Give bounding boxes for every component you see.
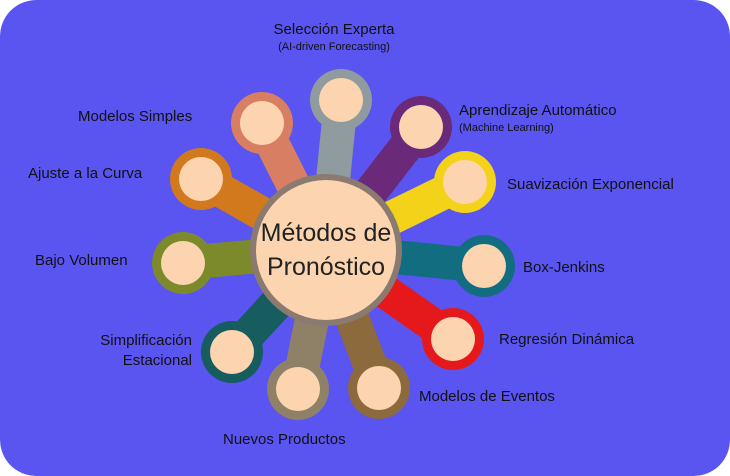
node-circle-ajuste: [179, 157, 223, 201]
node-circle-bajo: [161, 241, 205, 285]
label-seleccion-experta-main: Selección Experta: [273, 21, 395, 38]
label-aprendizaje-automatico: Aprendizaje Automático (Machine Learning…: [459, 101, 617, 136]
node-circle-simples: [240, 101, 284, 145]
node-circle-boxjenkins: [462, 244, 506, 288]
label-seleccion-experta-sub: (AI-driven Forecasting): [278, 41, 390, 53]
label-nuevos-productos: Nuevos Productos: [223, 431, 346, 448]
node-circle-aprendizaje: [399, 105, 443, 149]
label-simplificacion-line1: Simplificación: [100, 332, 192, 349]
label-ajuste-a-la-curva: Ajuste a la Curva: [28, 165, 143, 182]
node-circle-nuevos: [276, 367, 320, 411]
node-circle-eventos: [357, 366, 401, 410]
center-title-line1: Métodos de: [260, 219, 392, 247]
node-circle-seleccion: [319, 78, 363, 122]
center-title-line2: Pronóstico: [266, 253, 386, 281]
hub-circle: [256, 180, 396, 320]
label-bajo-volumen: Bajo Volumen: [35, 252, 128, 269]
label-modelos-simples: Modelos Simples: [78, 108, 193, 125]
label-seleccion-experta: Selección Experta (AI-driven Forecasting…: [262, 20, 406, 55]
center-title: Métodos de Pronóstico: [236, 180, 416, 320]
label-aprendizaje-automatico-main: Aprendizaje Automático: [459, 102, 617, 119]
node-circle-simplificacion: [210, 330, 254, 374]
label-modelos-de-eventos: Modelos de Eventos: [419, 388, 555, 405]
label-aprendizaje-automatico-sub: (Machine Learning): [459, 122, 554, 134]
label-simplificacion-line2: Estacional: [122, 352, 192, 369]
label-box-jenkins: Box-Jenkins: [523, 259, 605, 276]
label-simplificacion-estacional: Simplificación Estacional: [78, 331, 192, 371]
label-suavizacion-exponencial: Suavización Exponencial: [507, 176, 674, 193]
label-regresion-dinamica: Regresión Dinámica: [499, 331, 635, 348]
node-circle-regresion: [431, 317, 475, 361]
node-circle-suavizacion: [443, 160, 487, 204]
